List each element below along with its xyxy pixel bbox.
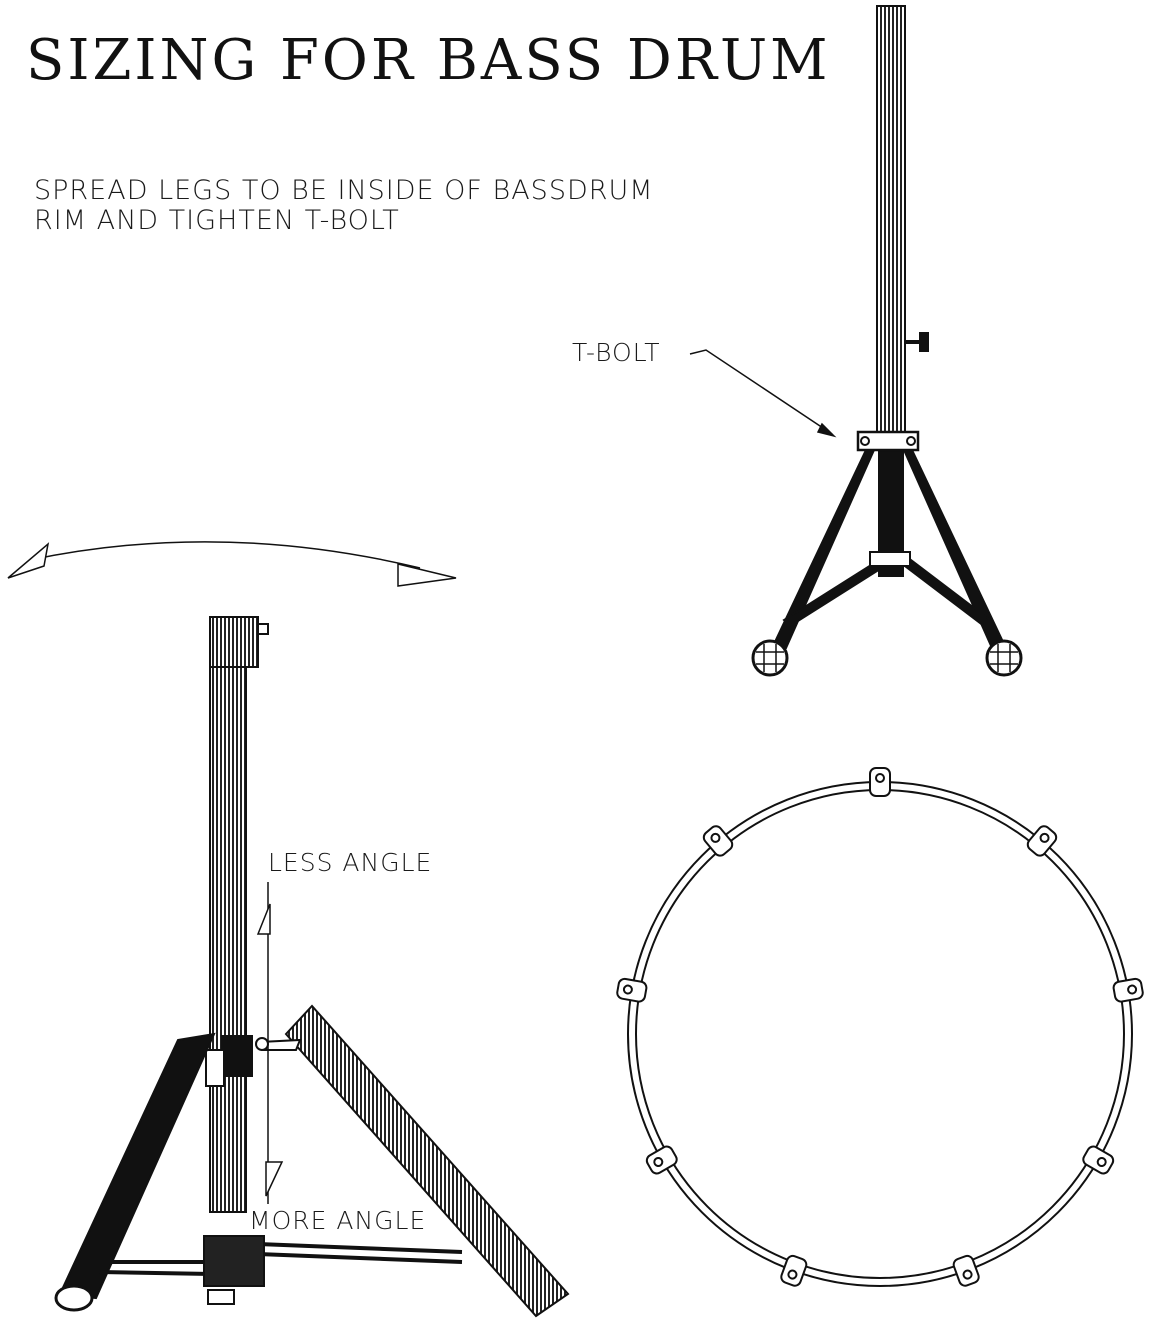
less-angle-arrowhead <box>256 903 271 935</box>
stand-leg-left <box>772 449 876 650</box>
instruction-text: SPREAD LEGS TO BE INSIDE OF BASSDRUM RIM… <box>34 176 654 236</box>
side-pole <box>209 666 247 1213</box>
rim-lugs <box>616 767 1144 1287</box>
side-leg-left <box>58 1032 216 1300</box>
instruction-line-2: RIM AND TIGHTEN T-BOLT <box>34 205 400 236</box>
angle-arrows <box>256 882 284 1204</box>
stand-collar <box>856 430 920 452</box>
side-bracket <box>221 1035 253 1077</box>
t-bolt-icon[interactable] <box>905 332 929 352</box>
t-bolt-leader-arrow <box>689 349 837 438</box>
more-angle-arrowhead <box>265 1161 284 1197</box>
stand-brace-collar <box>869 551 911 567</box>
t-bolt-label: T-BOLT <box>572 338 661 367</box>
stand-pole <box>876 5 906 437</box>
bass-drum-rim <box>616 767 1144 1287</box>
less-angle-label: LESS ANGLE <box>268 848 433 877</box>
side-base-collar <box>203 1235 265 1287</box>
stand-side-view <box>54 616 570 1318</box>
rim-outer <box>627 781 1133 1287</box>
instruction-line-1: SPREAD LEGS TO BE INSIDE OF BASSDRUM <box>34 175 654 206</box>
rotate-arrow <box>7 541 457 587</box>
side-pole-top <box>209 616 259 668</box>
page-title: SIZING FOR BASS DRUM <box>26 28 831 93</box>
side-leg-right <box>284 1004 570 1318</box>
stand-front-view <box>751 5 1023 677</box>
stand-foot-left <box>751 639 789 677</box>
more-angle-label: MORE ANGLE <box>247 1206 429 1235</box>
rim-inner <box>635 789 1125 1279</box>
stand-foot-right <box>985 639 1023 677</box>
